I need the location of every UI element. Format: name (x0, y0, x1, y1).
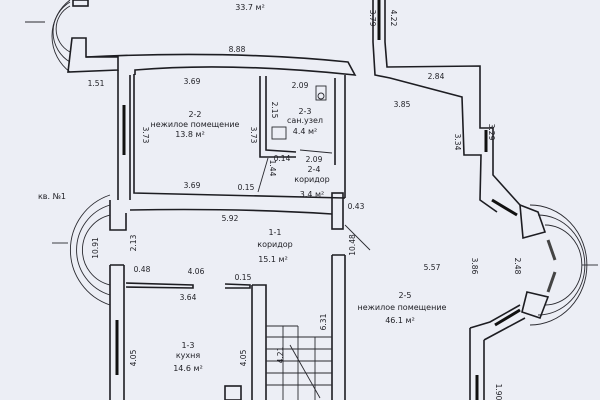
dim: 2.13 (129, 234, 138, 251)
dim: 3.34 (453, 134, 462, 151)
dim: 3.73 (141, 127, 150, 144)
dim: 4.22 (389, 10, 398, 27)
dim: 2.15 (270, 102, 279, 119)
dim: 6.31 (319, 313, 328, 330)
dim: 10.48 (348, 234, 357, 256)
dim: 2.09 (306, 155, 323, 164)
room-1-3-area: 14.6 м² (173, 364, 203, 373)
room-1-3-name: кухня (176, 351, 201, 360)
room-2-2-id: 2-2 (188, 110, 201, 119)
room-2-3-id: 2-3 (298, 107, 311, 116)
left-bay (52, 194, 111, 306)
dim: 2.09 (292, 81, 309, 90)
room-2-4-area: 3.4 м² (300, 190, 325, 199)
dim: 4.05 (129, 349, 138, 366)
room-2-4-name: коридор (294, 175, 330, 184)
staircase (266, 325, 332, 400)
room-1-1-id: 1-1 (268, 228, 281, 237)
rooms-2-block (133, 74, 346, 230)
room-1-1-area: 15.1 м² (258, 255, 288, 264)
room-2-5-area: 46.1 м² (385, 316, 415, 325)
top-room-area: 33.7 м² (235, 3, 265, 12)
dim: 10.91 (91, 237, 100, 259)
dim: 5.92 (222, 214, 239, 223)
room-1-3-id: 1-3 (181, 341, 194, 350)
dim: 4.05 (239, 349, 248, 366)
dim: 4.21 (276, 346, 285, 363)
dim: 5.57 (424, 263, 441, 272)
dim: 0.15 (235, 273, 252, 282)
left-wall (109, 70, 131, 400)
room-2-3-name: сан.узел (287, 116, 323, 125)
room-2-5-name: нежилое помещение (358, 303, 447, 312)
dim: 0.48 (134, 265, 151, 274)
dim: 1.44 (268, 160, 277, 177)
apartment-label: кв. №1 (38, 192, 66, 201)
right-room-walls (372, 0, 598, 400)
top-wall (85, 53, 357, 76)
dim: 0.14 (274, 154, 291, 163)
kitchen-block (125, 254, 346, 400)
dim: 3.64 (180, 293, 197, 302)
top-left-bay (25, 0, 119, 73)
dim: 3.69 (184, 181, 201, 190)
room-1-1-name: коридор (257, 240, 293, 249)
dim-left-top: 1.51 (88, 79, 105, 88)
dim: 2.48 (513, 258, 522, 275)
dim: 3.69 (184, 77, 201, 86)
dim: 3.86 (470, 258, 479, 275)
dim: 3.73 (249, 127, 258, 144)
dim: 1.90 (494, 384, 503, 400)
room-2-3-area: 4.4 м² (293, 127, 318, 136)
middle-wall (129, 208, 333, 215)
dim: 3.79 (368, 10, 377, 27)
dim: 2.84 (428, 72, 445, 81)
room-2-5-id: 2-5 (398, 291, 411, 300)
room-2-4-id: 2-4 (307, 165, 320, 174)
dim-top-wall: 8.88 (229, 45, 246, 54)
dim: 3.29 (487, 124, 496, 141)
room-2-2-area: 13.8 м² (175, 130, 205, 139)
dim: 0.43 (348, 202, 365, 211)
room-2-2-name: нежилое помещение (151, 120, 240, 129)
dim: 3.85 (394, 100, 411, 109)
dim: 4.06 (188, 267, 205, 276)
dim: 0.15 (238, 183, 255, 192)
